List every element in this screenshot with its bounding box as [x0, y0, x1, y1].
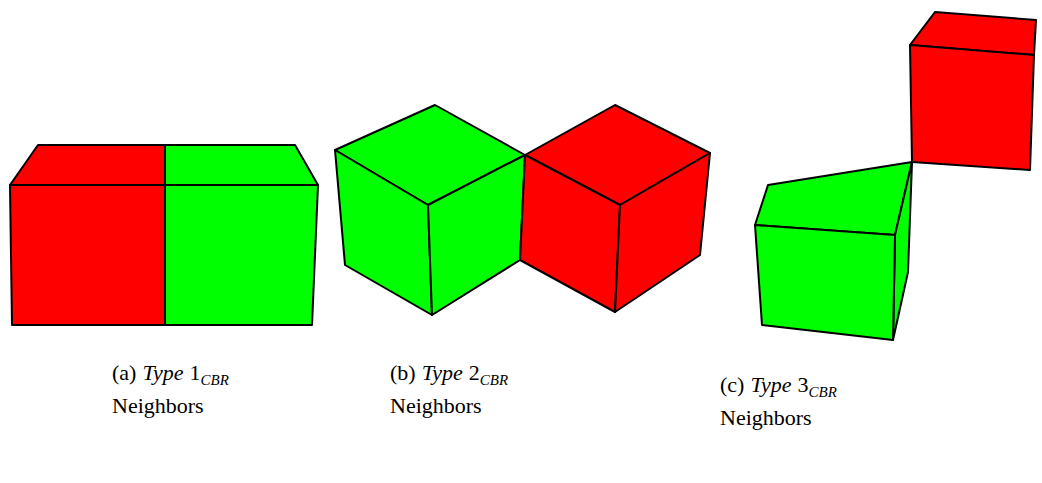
figure-caption: (a)Type 1CBR Neighbors	[112, 360, 229, 419]
subscript-label: CBR	[201, 372, 229, 388]
caption-text: 2	[469, 360, 480, 385]
green-cube-left	[335, 150, 432, 315]
red-cube-front	[910, 45, 1034, 170]
caption-text: Neighbors	[390, 393, 482, 418]
caption-line: (a)Type 1CBR	[112, 360, 229, 393]
green-cube-right	[428, 155, 525, 315]
red-cube-left	[520, 155, 620, 312]
caption-line: Neighbors	[390, 393, 508, 419]
caption-line: (c)Type 3CBR	[720, 372, 837, 405]
subscript-label: CBR	[480, 372, 508, 388]
caption-text: 1	[190, 360, 201, 385]
caption-text: Neighbors	[720, 405, 812, 430]
red-cube-top	[10, 145, 165, 185]
caption-text: 3	[798, 372, 809, 397]
subscript-label: CBR	[809, 384, 837, 400]
green-cube-top	[165, 145, 318, 185]
caption-text: Type	[422, 360, 463, 385]
figure-caption: (b)Type2CBRNeighbors	[390, 360, 508, 419]
red-cube-right	[615, 153, 710, 312]
caption-text: Type	[750, 372, 791, 397]
caption-text: Type	[142, 360, 183, 385]
caption-line: Neighbors	[720, 405, 837, 431]
green-cube-front	[165, 185, 318, 325]
green-cube-front	[755, 225, 895, 340]
caption-text: (c)	[720, 372, 744, 397]
caption-text: (b)	[390, 360, 416, 385]
green-cube-right	[893, 162, 912, 340]
caption-line: (b)Type2CBR	[390, 360, 508, 393]
caption-text: Neighbors	[112, 393, 204, 418]
caption-line: Neighbors	[112, 393, 229, 419]
figure-caption: (c)Type 3CBR Neighbors	[720, 372, 837, 431]
green-cube-top	[755, 162, 912, 235]
caption-text: (a)	[112, 360, 136, 385]
red-cube-front	[10, 185, 165, 325]
